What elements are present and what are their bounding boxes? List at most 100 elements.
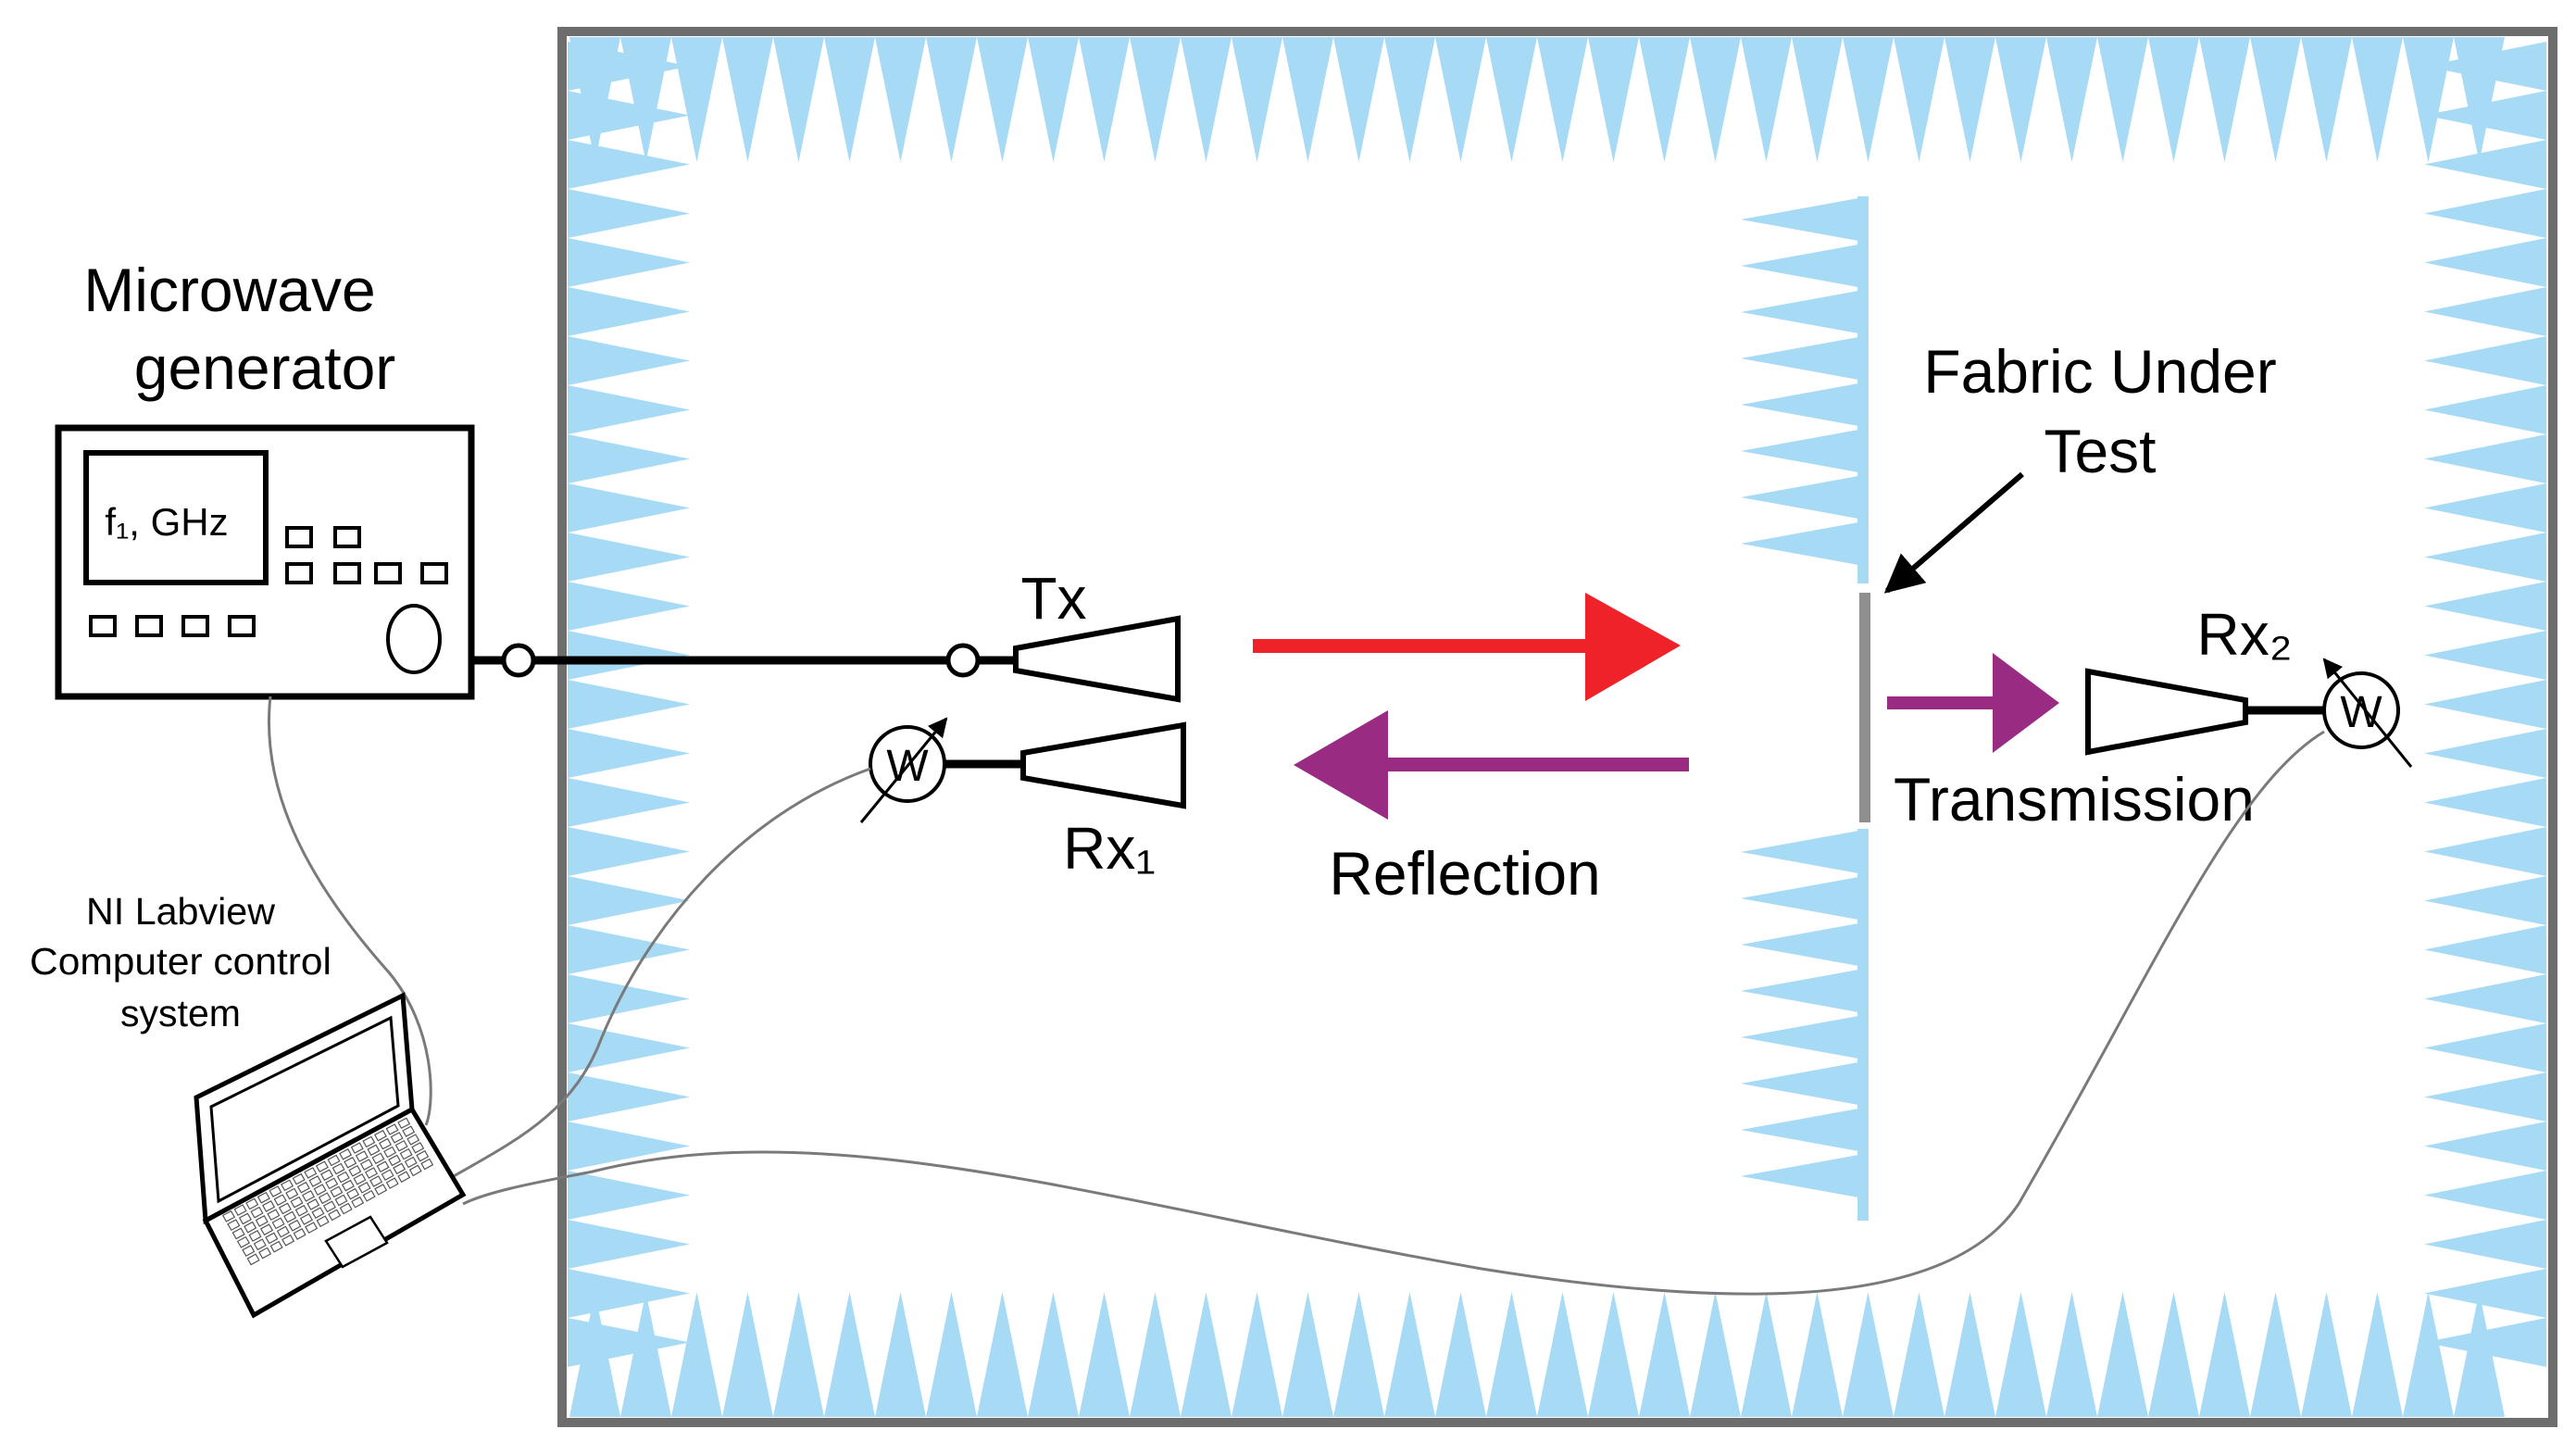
laptop-key xyxy=(388,1154,402,1167)
incident-wave-arrow xyxy=(1253,593,1681,701)
generator-title-line1: Microwave xyxy=(83,256,375,324)
computer-label-line3: system xyxy=(120,992,241,1034)
laptop-key xyxy=(306,1198,320,1210)
absorber-cone-left xyxy=(568,680,690,729)
absorber-cone-left xyxy=(568,1072,690,1122)
laptop-key xyxy=(273,1194,287,1207)
absorber-cone-top xyxy=(1333,37,1384,162)
laptop-key xyxy=(381,1169,394,1181)
absorber-cone-middle xyxy=(1741,289,1869,335)
absorber-cone-top xyxy=(2148,37,2199,162)
absorber-cone-bottom xyxy=(671,1292,722,1417)
absorber-cone-top xyxy=(1486,37,1537,162)
absorber-cone-right xyxy=(2424,189,2546,238)
absorber-cone-left xyxy=(568,582,690,631)
absorber-cone-bottom xyxy=(926,1292,977,1417)
absorber-cone-bottom xyxy=(1028,1292,1079,1417)
absorber-cone-top xyxy=(1894,37,1945,162)
absorber-cone-bottom xyxy=(2454,1292,2505,1417)
laptop-key xyxy=(233,1204,247,1217)
laptop-key xyxy=(351,1196,365,1209)
rx1-horn-antenna: Rx₁ xyxy=(940,721,1186,882)
laptop-key xyxy=(250,1206,264,1219)
absorber-cone-bottom xyxy=(1333,1292,1384,1417)
laptop-key xyxy=(283,1210,297,1223)
laptop-key xyxy=(280,1179,294,1192)
absorber-cone-middle xyxy=(1741,1107,1869,1153)
absorber-cone-top xyxy=(1435,37,1486,162)
laptop-key xyxy=(404,1156,418,1169)
absorber-cone-middle xyxy=(1741,382,1869,428)
absorber-middle-backing xyxy=(1857,829,1869,1221)
absorber-cone-bottom xyxy=(1792,1292,1843,1417)
rx2-power-meter: W xyxy=(2322,658,2413,768)
absorber-cone-bottom xyxy=(1995,1292,2046,1417)
absorber-cone-left xyxy=(568,385,690,434)
laptop-key xyxy=(236,1235,251,1248)
rx2-meter-symbol: W xyxy=(2340,688,2382,737)
absorber-cone-right xyxy=(2424,434,2546,483)
absorber-cone-bottom xyxy=(2250,1292,2301,1417)
laptop-key xyxy=(308,1175,322,1187)
laptop-base xyxy=(202,1106,467,1319)
fabric-label-line1: Fabric Under xyxy=(1923,337,2276,406)
laptop-key xyxy=(371,1152,385,1165)
absorber-cone-right xyxy=(2424,925,2546,974)
laptop-key xyxy=(397,1171,411,1184)
absorber-cone-right xyxy=(2424,533,2546,582)
feed-cable xyxy=(471,643,1014,678)
laptop-key xyxy=(294,1204,308,1217)
laptop-key xyxy=(376,1160,390,1173)
absorber-cone-bottom xyxy=(1435,1292,1486,1417)
absorber-cone-top xyxy=(2250,37,2301,162)
laptop-key xyxy=(325,1177,339,1190)
absorber-cone-bottom xyxy=(1181,1292,1232,1417)
control-cables xyxy=(268,696,2325,1296)
absorber-cone-top xyxy=(671,37,722,162)
absorber-cone-right xyxy=(2424,1269,2546,1318)
absorber-cone-left xyxy=(568,925,690,974)
laptop-key xyxy=(369,1175,383,1187)
fabric-label-line2: Test xyxy=(2044,417,2156,485)
laptop-key xyxy=(276,1225,290,1238)
absorber-cone-top xyxy=(1181,37,1232,162)
absorber-cone-left xyxy=(568,827,690,876)
rx2-label: Rx₂ xyxy=(2196,601,2292,668)
absorber-cone-right xyxy=(2424,876,2546,925)
absorber-cone-right xyxy=(2424,385,2546,434)
laptop-key xyxy=(253,1238,267,1251)
laptop-key xyxy=(383,1146,397,1159)
absorber-cone-bottom xyxy=(2148,1292,2199,1417)
reflection-label: Reflection xyxy=(1329,839,1601,908)
absorber-cone-left xyxy=(568,1269,690,1318)
laptop-key xyxy=(328,1209,342,1222)
absorber-cone-bottom xyxy=(1588,1292,1639,1417)
absorber-cone-top xyxy=(1537,37,1588,162)
absorber-cone-bottom xyxy=(1690,1292,1741,1417)
laptop-key xyxy=(339,1147,353,1160)
absorber-cone-top xyxy=(1282,37,1333,162)
laptop-key xyxy=(353,1172,367,1185)
absorber-cone-middle xyxy=(1741,829,1869,875)
laptop-key xyxy=(238,1212,252,1225)
laptop-key xyxy=(385,1123,399,1135)
absorber-cone-middle xyxy=(1741,196,1869,243)
laptop-key xyxy=(367,1144,381,1157)
laptop-key xyxy=(261,1200,276,1212)
laptop-key xyxy=(269,1185,282,1197)
absorber-cone-left xyxy=(568,336,690,385)
absorber-cone-right xyxy=(2424,631,2546,680)
absorber-cone-top xyxy=(1741,37,1792,162)
absorber-cone-bottom xyxy=(1639,1292,1690,1417)
laptop-key xyxy=(348,1164,362,1177)
rx2-horn-antenna: Rx₂ xyxy=(2085,601,2324,756)
absorber-cone-middle xyxy=(1741,968,1869,1014)
absorber-middle-backing xyxy=(1857,196,1869,583)
absorber-cone-left xyxy=(568,189,690,238)
absorber-cone-bottom xyxy=(2352,1292,2403,1417)
absorber-cone-middle xyxy=(1741,875,1869,921)
absorber-cone-right xyxy=(2424,582,2546,631)
absorber-cone-right xyxy=(2424,1122,2546,1171)
absorber-cone-middle xyxy=(1741,428,1869,474)
laptop-key xyxy=(265,1232,279,1245)
